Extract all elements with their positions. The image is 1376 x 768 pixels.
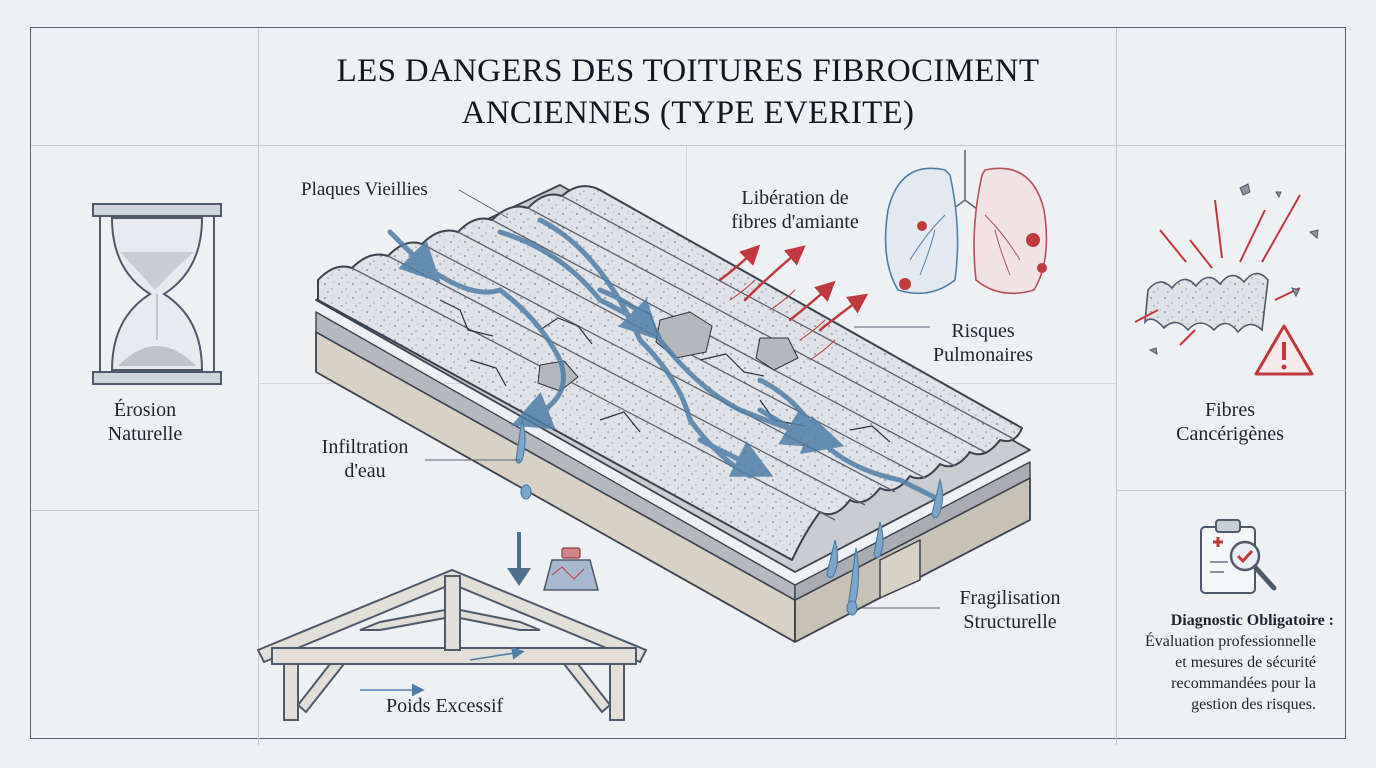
diagnostic-line: Évaluation professionnelle xyxy=(1144,633,1316,650)
grid-line xyxy=(258,145,259,745)
label-fibres-cancerigenes: Fibres Cancérigènes xyxy=(1150,398,1310,446)
clipboard-magnifier-icon xyxy=(1200,519,1277,594)
label-infiltration-line-2: d'eau xyxy=(344,460,386,482)
label-fragilisation-line-1: Fragilisation xyxy=(959,587,1061,609)
title-line-1: LES DANGERS DES TOITURES FIBROCIMENT xyxy=(336,53,1040,89)
label-risques-line-2: Pulmonaires xyxy=(933,344,1033,366)
label-fibres-line-2: Cancérigènes xyxy=(1176,423,1284,445)
label-plaques-vieillies: Plaques Vieillies xyxy=(301,179,428,200)
label-fragilisation-structurelle: Fragilisation Structurelle xyxy=(940,586,1080,634)
weight-icon xyxy=(543,547,599,591)
title-line-2: ANCIENNES (TYPE EVERITE) xyxy=(461,95,915,131)
diagnostic-line: recommandées pour la xyxy=(1171,675,1316,692)
label-liberation-line-2: fibres d'amiante xyxy=(731,211,859,233)
grid-line xyxy=(258,28,259,146)
stress-arrows xyxy=(360,646,525,697)
water-flow xyxy=(387,217,943,503)
outer-frame xyxy=(30,27,1346,739)
grid-line xyxy=(1116,28,1117,146)
label-fibres-line-1: Fibres xyxy=(1205,399,1255,421)
label-liberation-fibres: Libération de fibres d'amiante xyxy=(710,186,880,234)
leader-lines xyxy=(425,189,940,609)
label-fragilisation-line-2: Structurelle xyxy=(963,611,1057,633)
lungs-icon xyxy=(884,150,1048,295)
hourglass-icon xyxy=(92,203,222,385)
grid-line xyxy=(31,510,259,511)
label-risques-pulmonaires: Risques Pulmonaires xyxy=(918,319,1048,367)
diagnostic-line: et mesures de sécurité xyxy=(1175,654,1316,671)
label-infiltration-line-1: Infiltration xyxy=(321,436,409,458)
label-liberation-line-1: Libération de xyxy=(741,187,849,209)
label-risques-line-1: Risques xyxy=(951,320,1015,342)
grid-line xyxy=(31,145,1345,146)
diagnostic-title: Diagnostic Obligatoire : xyxy=(1170,612,1334,629)
page-title: LES DANGERS DES TOITURES FIBROCIMENT ANC… xyxy=(260,50,1116,134)
grid-line xyxy=(1116,145,1117,745)
label-erosion-line-2: Naturelle xyxy=(107,423,183,445)
label-infiltration-eau: Infiltration d'eau xyxy=(300,435,430,483)
fibre-release-arrows xyxy=(718,244,869,361)
broken-fibre-sheet-icon xyxy=(1134,183,1319,355)
down-arrow-icon xyxy=(507,532,531,586)
warning-triangle-icon xyxy=(1254,324,1314,376)
label-poids-excessif: Poids Excessif xyxy=(386,695,504,717)
diagnostic-text: Évaluation professionnelle et mesures de… xyxy=(1128,631,1316,715)
water-drips xyxy=(515,419,944,616)
label-erosion-line-1: Érosion xyxy=(113,399,177,421)
diagnostic-line: gestion des risques. xyxy=(1191,696,1316,713)
grid-line xyxy=(1116,490,1346,491)
label-erosion-naturelle: Érosion Naturelle xyxy=(70,398,220,446)
